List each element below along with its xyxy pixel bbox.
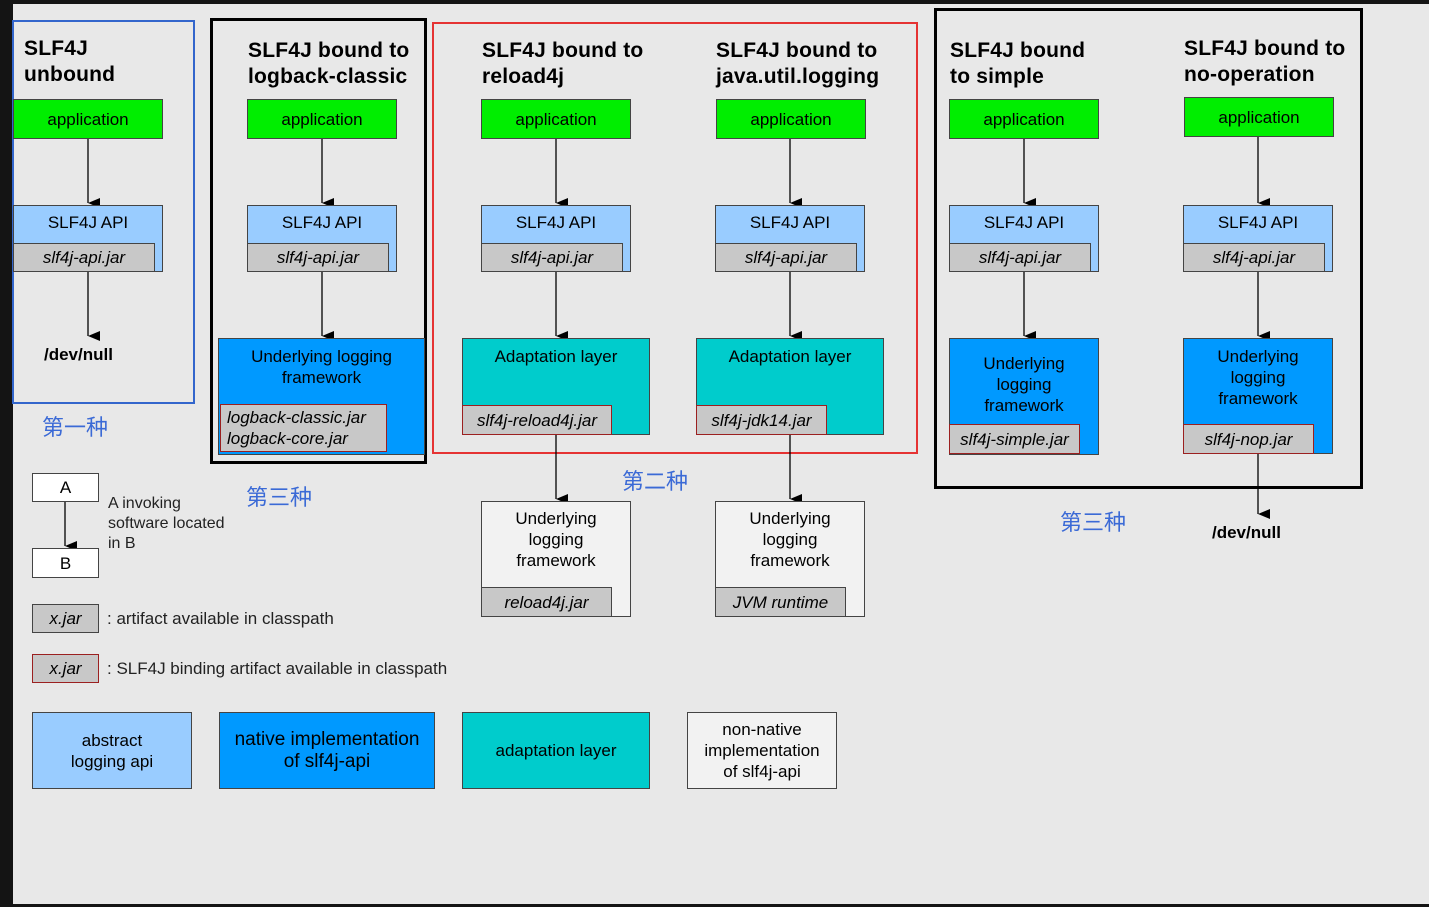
legend-native-impl: native implementation of slf4j-api <box>219 712 435 789</box>
slf4j-api-jar-nop: slf4j-api.jar <box>1183 243 1325 272</box>
slf4j-api-jar-logback: slf4j-api.jar <box>247 243 389 272</box>
legend-box-b: B <box>32 548 99 578</box>
application-box-simple: application <box>949 99 1099 139</box>
slf4j-api-jar-unbound: slf4j-api.jar <box>13 243 155 272</box>
slf4j-simple-jar: slf4j-simple.jar <box>949 424 1080 454</box>
title-logback: SLF4J bound to logback-classic <box>248 39 410 88</box>
legend-binding-jar: x.jar <box>32 654 99 683</box>
slf4j-api-jar-simple: slf4j-api.jar <box>949 243 1091 272</box>
legend-artifact-text: : artifact available in classpath <box>107 609 334 628</box>
legend-abstract-api: abstract logging api <box>32 712 192 789</box>
legend-artifact-jar: x.jar <box>32 604 99 633</box>
title-reload4j: SLF4J bound to reload4j <box>482 39 644 88</box>
slf4j-nop-jar: slf4j-nop.jar <box>1183 424 1314 454</box>
frame-third-simple-nop <box>934 8 1363 489</box>
logback-jars: logback-classic.jar logback-core.jar <box>220 404 387 452</box>
annotation-third-simple-nop: 第三种 <box>1060 510 1127 535</box>
annotation-first: 第一种 <box>42 415 109 440</box>
title-unbound: SLF4J unbound <box>24 37 116 86</box>
frame-second-adapters <box>432 22 918 454</box>
legend-invoking-text: A invoking software located in B <box>108 495 225 552</box>
dev-null-nop: /dev/null <box>1212 523 1281 542</box>
legend-box-a: A <box>32 473 99 502</box>
annotation-second: 第二种 <box>622 469 689 494</box>
application-box-nop: application <box>1184 97 1334 137</box>
title-jul: SLF4J bound to java.util.logging <box>716 39 880 88</box>
application-box-logback: application <box>247 99 397 139</box>
dev-null-unbound: /dev/null <box>44 345 113 364</box>
application-box-jul: application <box>716 99 866 139</box>
slf4j-jdk14-jar: slf4j-jdk14.jar <box>696 405 827 435</box>
title-simple: SLF4J bound to simple <box>950 39 1086 88</box>
application-box-unbound: application <box>13 99 163 139</box>
legend-non-native-impl: non-native implementation of slf4j-api <box>687 712 837 789</box>
reload4j-jar: reload4j.jar <box>481 587 612 617</box>
legend-binding-text: : SLF4J binding artifact available in cl… <box>107 659 448 678</box>
application-box-reload4j: application <box>481 99 631 139</box>
frame-third-logback <box>210 18 427 464</box>
slf4j-api-jar-jul: slf4j-api.jar <box>715 243 857 272</box>
slf4j-api-jar-reload4j: slf4j-api.jar <box>481 243 623 272</box>
jvm-runtime-jar: JVM runtime <box>715 587 846 617</box>
legend-adaptation-layer: adaptation layer <box>462 712 650 789</box>
title-nop: SLF4J bound to no-operation <box>1184 37 1346 86</box>
slf4j-reload4j-jar: slf4j-reload4j.jar <box>462 405 612 435</box>
annotation-third-logback: 第三种 <box>246 485 313 510</box>
